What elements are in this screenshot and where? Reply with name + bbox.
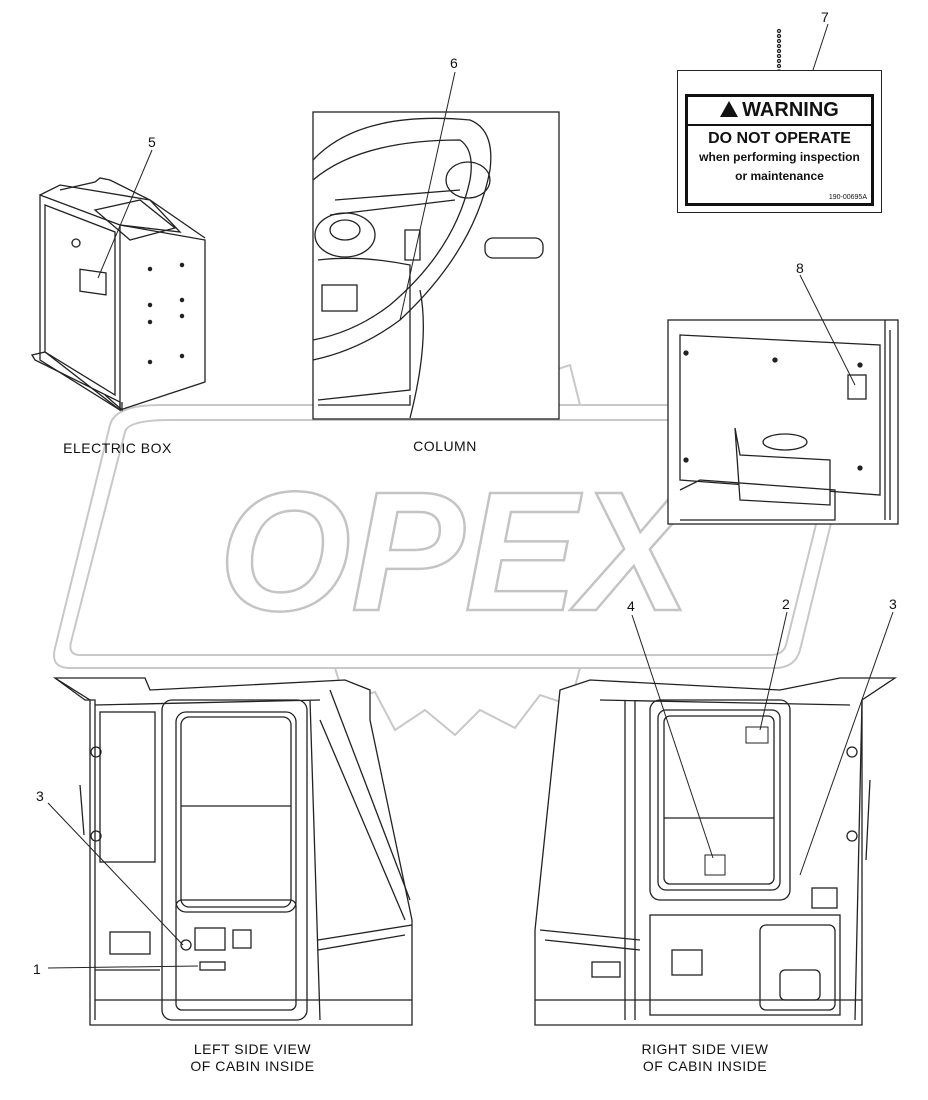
callout-2: 2 — [782, 596, 790, 612]
warning-line3: or maintenance — [735, 169, 824, 183]
electric-box-drawing — [30, 177, 206, 412]
label-left-side-line1: LEFT SIDE VIEW — [193, 1041, 312, 1057]
callout-8: 8 — [796, 260, 804, 276]
warning-body: DO NOT OPERATE when performing inspectio… — [688, 126, 871, 203]
decal-placeholders — [704, 726, 769, 876]
warning-line1: DO NOT OPERATE — [708, 130, 851, 147]
callout-6: 6 — [450, 55, 458, 71]
warning-decal-frame: WARNING DO NOT OPERATE when performing i… — [685, 94, 874, 206]
left-cabin-drawing — [52, 677, 413, 1026]
warning-heading-text: WARNING — [742, 99, 839, 121]
callout-1: 1 — [33, 961, 41, 977]
callout-3-right: 3 — [889, 596, 897, 612]
label-right-side-line2: OF CABIN INSIDE — [642, 1058, 768, 1074]
warning-triangle-icon — [720, 101, 739, 117]
warning-heading: WARNING — [688, 97, 871, 124]
label-right-side-line1: RIGHT SIDE VIEW — [641, 1041, 769, 1057]
callout-7: 7 — [821, 9, 829, 25]
callout-3-left: 3 — [36, 788, 44, 804]
right-cabin-drawing — [534, 677, 898, 1026]
panel-8-drawing — [667, 319, 899, 525]
watermark-text: OPEX — [219, 457, 700, 647]
warning-line2: when performing inspection — [699, 150, 860, 164]
warning-decal: WARNING DO NOT OPERATE when performing i… — [677, 70, 882, 213]
callout-5: 5 — [148, 134, 156, 150]
label-left-side-line2: OF CABIN INSIDE — [190, 1058, 315, 1074]
label-column: COLUMN — [413, 438, 477, 454]
leader-lines — [47, 23, 894, 969]
callout-4: 4 — [627, 598, 635, 614]
watermark-logo: OPEX — [53, 328, 857, 737]
column-drawing — [312, 111, 560, 420]
warning-code: 190-00695A — [828, 194, 867, 201]
label-electric-box: ELECTRIC BOX — [63, 440, 172, 456]
